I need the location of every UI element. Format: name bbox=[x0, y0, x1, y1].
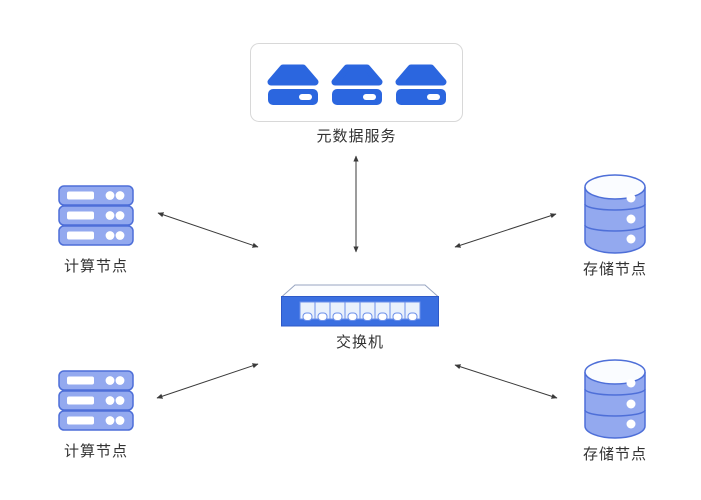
node-switch bbox=[280, 284, 440, 332]
node-compute-top bbox=[58, 185, 134, 251]
network-switch-icon bbox=[280, 284, 440, 327]
node-storage-bottom bbox=[583, 358, 647, 447]
storage-bottom-label: 存储节点 bbox=[583, 446, 648, 463]
compute-top-label: 计算节点 bbox=[63, 258, 128, 275]
metadata-service-label: 元数据服务 bbox=[316, 128, 397, 145]
node-storage-top bbox=[583, 173, 647, 262]
node-metadata-service bbox=[250, 43, 463, 122]
storage-top-label: 存储节点 bbox=[583, 261, 648, 278]
edge-switch-storage-node-top bbox=[454, 213, 557, 248]
edge-switch-storage-node-bottom bbox=[454, 364, 558, 399]
database-cylinder-icon bbox=[584, 174, 646, 254]
server-rack-icon bbox=[58, 185, 134, 246]
switch-label: 交换机 bbox=[335, 334, 384, 351]
compute-bottom-label: 计算节点 bbox=[63, 443, 128, 460]
edge-switch-compute-node-bottom bbox=[156, 363, 259, 399]
server-rack-icon bbox=[58, 370, 134, 431]
database-cylinder-icon bbox=[584, 359, 646, 439]
disk-icon bbox=[267, 64, 318, 105]
node-compute-bottom bbox=[58, 370, 134, 436]
edge-switch-compute-node-top bbox=[157, 212, 259, 248]
disk-icon bbox=[395, 64, 446, 105]
disk-icon bbox=[331, 64, 382, 105]
